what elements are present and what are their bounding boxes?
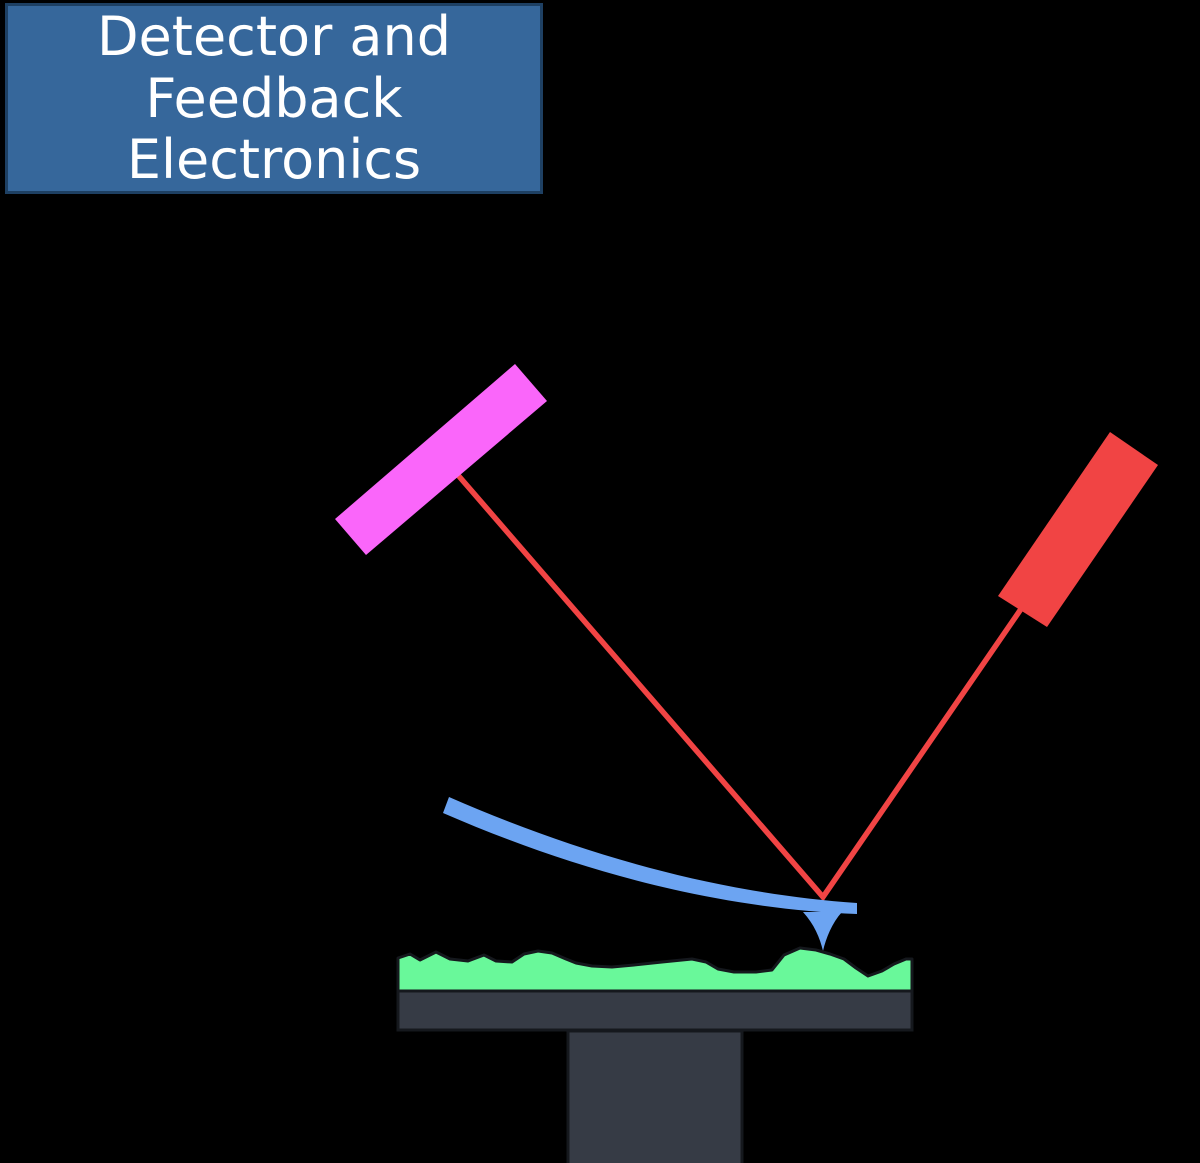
stage-platform-shape	[396, 989, 914, 1032]
detector-feedback-electronics-label: Detector and Feedback Electronics	[96, 5, 452, 192]
stage-pedestal-shape	[566, 1029, 744, 1163]
sample-surface-shape	[396, 946, 914, 993]
cantilever-shape	[443, 797, 857, 914]
photodetector-shape	[335, 364, 547, 555]
detector-feedback-electronics-box: Detector and Feedback Electronics	[5, 3, 543, 194]
laser-shape	[998, 432, 1158, 627]
laser-beam-path	[435, 450, 1046, 902]
tip-shape	[803, 912, 842, 951]
